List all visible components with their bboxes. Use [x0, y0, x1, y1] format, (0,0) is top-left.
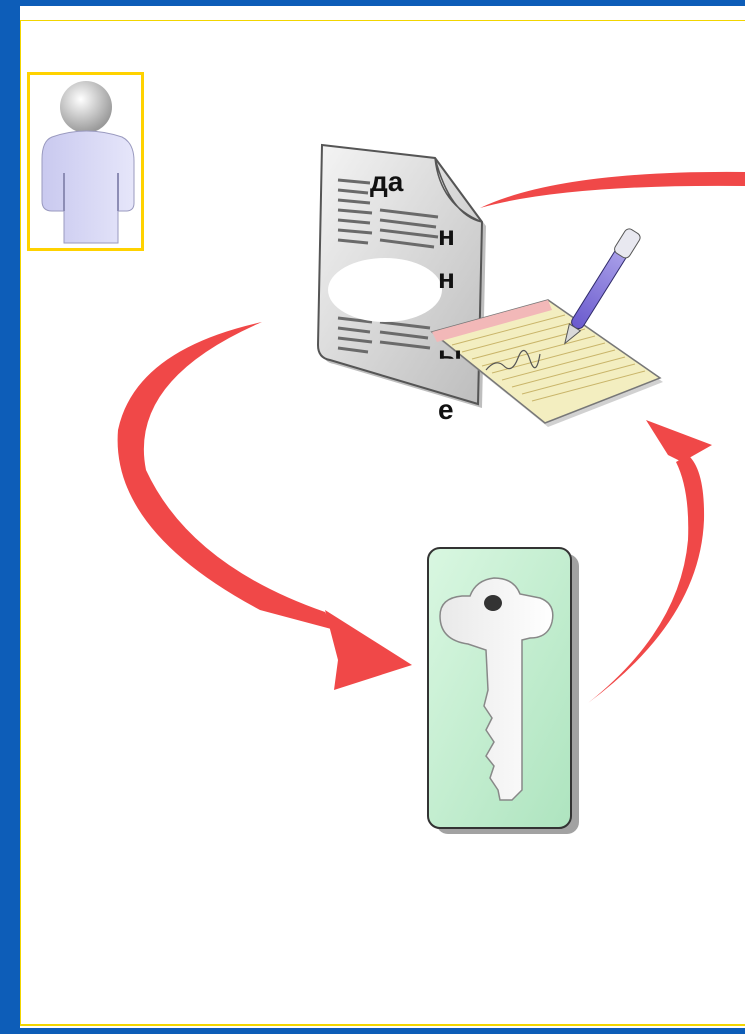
doc-text-n1: н: [438, 222, 455, 250]
arrow-right: [588, 455, 704, 703]
arrow-left-head: [325, 610, 412, 690]
arrow-top: [480, 172, 745, 208]
doc-text-da: да: [370, 168, 403, 196]
doc-text-n2: н: [438, 265, 455, 293]
key-card-icon: [428, 548, 579, 834]
arrow-left: [118, 322, 335, 630]
arrow-right-head: [646, 420, 712, 462]
doc-text-e: е: [438, 396, 454, 424]
